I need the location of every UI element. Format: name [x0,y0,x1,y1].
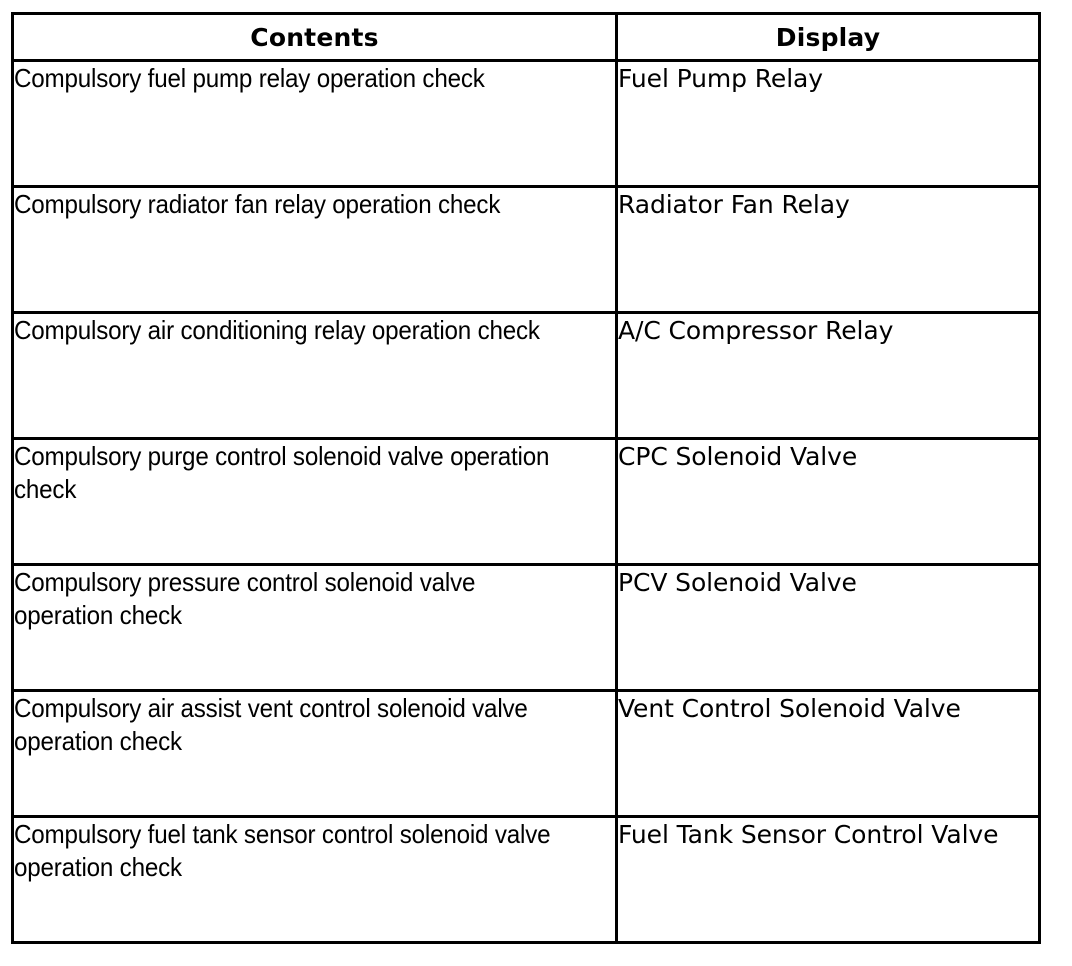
contents-text: Compulsory fuel tank sensor control sole… [14,819,551,882]
cell-display: Fuel Tank Sensor Control Valve [615,815,1041,944]
cell-display: PCV Solenoid Valve [615,563,1041,692]
cell-display: CPC Solenoid Valve [615,437,1041,566]
display-text: PCV Solenoid Valve [618,568,857,597]
cell-contents: Compulsory air conditioning relay operat… [11,311,618,440]
cell-contents: Compulsory fuel tank sensor control sole… [11,815,618,944]
contents-text: Compulsory air assist vent control solen… [14,693,528,756]
contents-text: Compulsory air conditioning relay operat… [14,315,540,345]
table-row: Compulsory air assist vent control solen… [11,689,1041,818]
table-row: Compulsory air conditioning relay operat… [11,311,1041,440]
cell-display: A/C Compressor Relay [615,311,1041,440]
contents-text: Compulsory fuel pump relay operation che… [14,63,485,93]
table-row: Compulsory pressure control solenoid val… [11,563,1041,692]
cell-display: Radiator Fan Relay [615,185,1041,314]
display-text: Vent Control Solenoid Valve [618,694,961,723]
header-row: Contents Display [11,12,1041,62]
display-text: Radiator Fan Relay [618,190,850,219]
contents-text: Compulsory pressure control solenoid val… [14,567,476,630]
table-row: Compulsory fuel pump relay operation che… [11,59,1041,188]
column-header-display: Display [615,12,1041,62]
cell-contents: Compulsory air assist vent control solen… [11,689,618,818]
cell-contents: Compulsory pressure control solenoid val… [11,563,618,692]
table-row: Compulsory radiator fan relay operation … [11,185,1041,314]
contents-text: Compulsory purge control solenoid valve … [14,441,550,504]
table-header: Contents Display [11,12,1041,62]
cell-contents: Compulsory purge control solenoid valve … [11,437,618,566]
display-text: A/C Compressor Relay [618,316,894,345]
table-row: Compulsory purge control solenoid valve … [11,437,1041,566]
table-body: Compulsory fuel pump relay operation che… [11,59,1041,944]
display-text: Fuel Tank Sensor Control Valve [618,820,999,849]
display-text: CPC Solenoid Valve [618,442,858,471]
contents-text: Compulsory radiator fan relay operation … [14,189,501,219]
cell-display: Vent Control Solenoid Valve [615,689,1041,818]
cell-contents: Compulsory radiator fan relay operation … [11,185,618,314]
display-text: Fuel Pump Relay [618,64,823,93]
cell-display: Fuel Pump Relay [615,59,1041,188]
column-header-contents: Contents [11,12,618,62]
cell-contents: Compulsory fuel pump relay operation che… [11,59,618,188]
table-row: Compulsory fuel tank sensor control sole… [11,815,1041,944]
operation-check-table: Contents Display Compulsory fuel pump re… [11,12,1041,944]
